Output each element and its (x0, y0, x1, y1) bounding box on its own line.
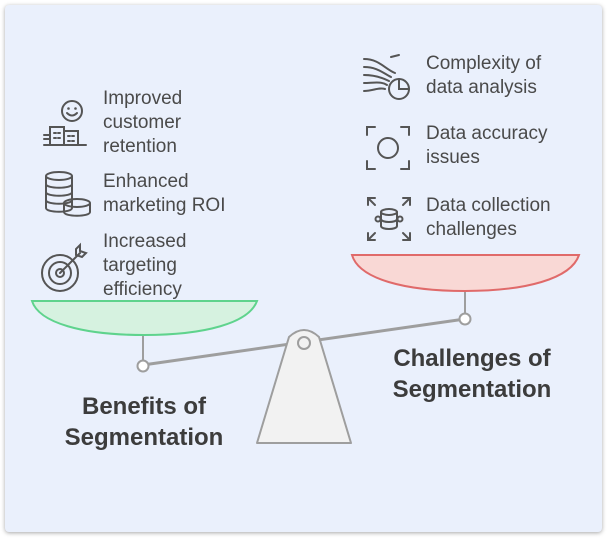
challenge-item-accuracy: Data accuracy issues (426, 123, 548, 168)
benefit-item-targeting: Increased targeting efficiency (103, 231, 187, 300)
complex-flow-icon (363, 54, 410, 100)
diagram-card: Improved customer retention Enhanced mar… (5, 5, 602, 532)
right-pivot (458, 312, 472, 326)
left-pivot (136, 359, 150, 373)
scale-stand (256, 329, 352, 444)
challenge-item-complexity: Complexity of data analysis (426, 53, 542, 98)
focus-circle-icon (366, 126, 410, 170)
benefits-title: Benefits of Segmentation (64, 393, 224, 451)
challenge-item-collection: Data collection challenges (426, 195, 551, 240)
benefit-item-retention: Improved customer retention (103, 88, 183, 157)
stand-pivot (297, 336, 311, 350)
happy-customer-icon (43, 100, 87, 146)
target-icon (41, 242, 88, 292)
data-collection-icon (367, 197, 411, 241)
coin-stack-icon (45, 171, 91, 217)
benefit-item-roi: Enhanced marketing ROI (103, 171, 226, 216)
benefits-pan (30, 300, 259, 337)
balance-scale (30, 254, 581, 444)
challenges-title: Challenges of Segmentation (392, 345, 552, 403)
challenges-pan (350, 254, 581, 293)
